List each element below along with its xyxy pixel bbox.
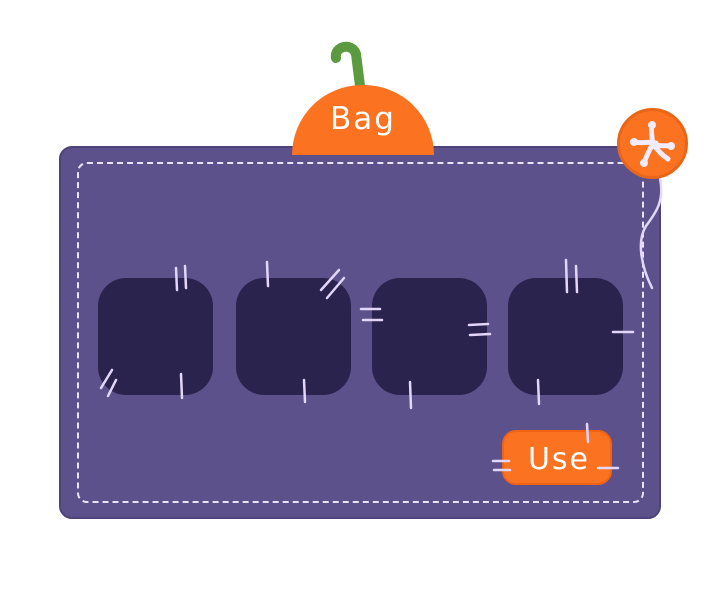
- bag-title-tab: Bag: [292, 85, 434, 155]
- stitched-cross-icon: [630, 121, 675, 167]
- use-button-label: Use: [527, 442, 591, 477]
- inventory-slot-1[interactable]: [98, 278, 213, 395]
- bag-panel: [59, 146, 661, 519]
- inventory-slot-2[interactable]: [236, 278, 351, 395]
- panel-stitch-border: [77, 162, 644, 503]
- close-button[interactable]: [617, 108, 688, 179]
- hanging-thread: [639, 176, 663, 290]
- use-button[interactable]: Use: [502, 430, 612, 485]
- inventory-slot-3[interactable]: [372, 278, 487, 395]
- pumpkin-stem-icon: [330, 41, 365, 90]
- inventory-slot-4[interactable]: [508, 278, 623, 395]
- bag-title: Bag: [330, 101, 396, 137]
